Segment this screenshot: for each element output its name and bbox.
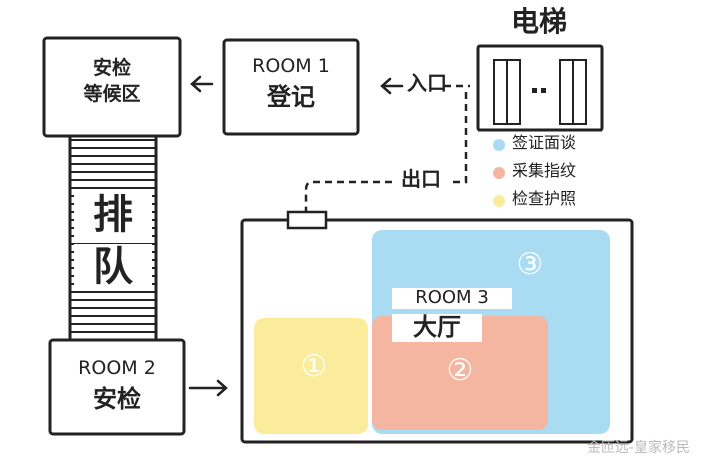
zone-2-area xyxy=(372,316,548,430)
room1-box xyxy=(222,38,360,136)
zone-1-area xyxy=(254,318,368,434)
room3-label: 大厅 xyxy=(392,313,482,342)
queue-char-1: 排 xyxy=(74,192,152,238)
legend-label-1: 签证面谈 xyxy=(512,133,577,152)
room3-hall-box xyxy=(240,218,634,444)
security-waiting-label-line1: 安检 xyxy=(92,57,131,79)
room3-name: ROOM 3 xyxy=(392,287,512,309)
queue-char-2: 队 xyxy=(74,244,152,290)
entrance-label: 入口 xyxy=(407,71,447,95)
security-waiting-box xyxy=(42,36,182,138)
legend-dot-3 xyxy=(493,195,505,207)
room2-name: ROOM 2 xyxy=(78,357,156,379)
arrow-to-security-waiting xyxy=(190,75,214,93)
exit-label: 出口 xyxy=(401,167,441,191)
elevator-box xyxy=(476,44,604,132)
room2-label: 安检 xyxy=(93,385,141,413)
arrow-to-hall xyxy=(188,379,228,397)
legend-label-2: 采集指纹 xyxy=(512,161,577,180)
legend-dot-1 xyxy=(493,139,505,151)
arrows xyxy=(188,75,404,397)
room1-name: ROOM 1 xyxy=(252,55,330,77)
dashed-path xyxy=(304,84,470,212)
exit-door xyxy=(286,210,328,230)
zone-2-marker: ② xyxy=(446,353,474,388)
legend-label-3: 检查护照 xyxy=(512,189,577,208)
legend-dots xyxy=(493,139,505,207)
queue-corridor xyxy=(68,136,158,340)
watermark-text: 金匝远-皇家移民 xyxy=(586,440,690,456)
legend-dot-2 xyxy=(493,167,505,179)
security-waiting-label-line2: 等候区 xyxy=(83,83,141,105)
arrow-to-room1 xyxy=(380,77,404,95)
room1-label: 登记 xyxy=(267,83,315,111)
room2-box xyxy=(48,338,186,436)
zone-1-marker: ① xyxy=(300,349,328,384)
zone-3-marker: ③ xyxy=(516,247,544,282)
elevator-title: 电梯 xyxy=(510,5,567,38)
